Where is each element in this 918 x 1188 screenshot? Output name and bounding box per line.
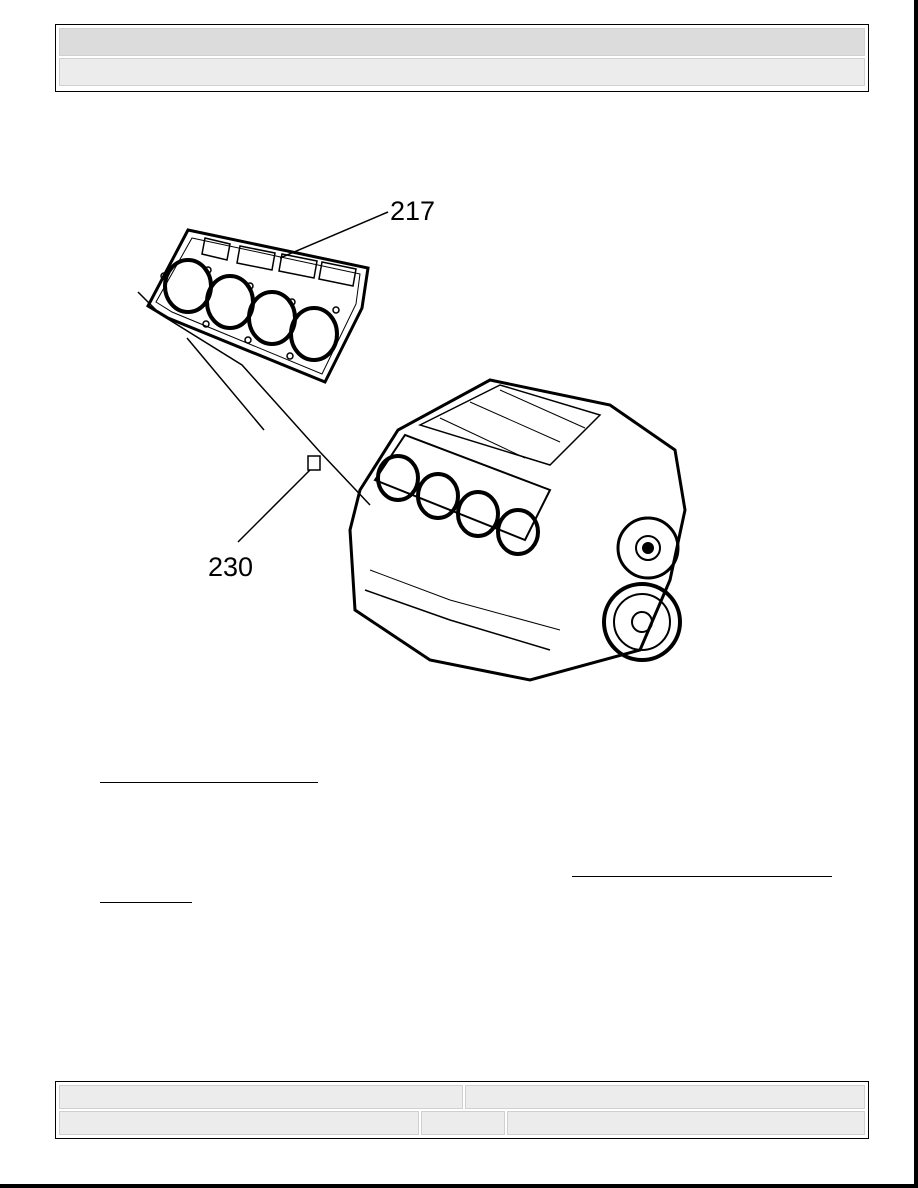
engine-block [348, 378, 687, 682]
reference-link-3[interactable] [100, 902, 192, 903]
callout-gasket: 217 [390, 196, 436, 226]
footer-cell-bottom-middle [421, 1111, 505, 1135]
footer-cell-top-right [465, 1085, 865, 1109]
footer-cell-bottom-left [59, 1111, 419, 1135]
footer-cell-top-left [59, 1085, 463, 1109]
callout-dowel: 230 [208, 552, 254, 582]
footer-cell-bottom-right [507, 1111, 865, 1135]
engine-illustration [137, 211, 687, 682]
page-footer [55, 1081, 869, 1139]
reference-link-1[interactable] [100, 782, 318, 783]
dowel-pin [237, 455, 321, 543]
header-subtitle-bar [59, 58, 865, 86]
page-header [55, 24, 869, 92]
header-title-bar [59, 28, 865, 56]
reference-link-2[interactable] [572, 876, 832, 877]
head-gasket [146, 228, 370, 384]
